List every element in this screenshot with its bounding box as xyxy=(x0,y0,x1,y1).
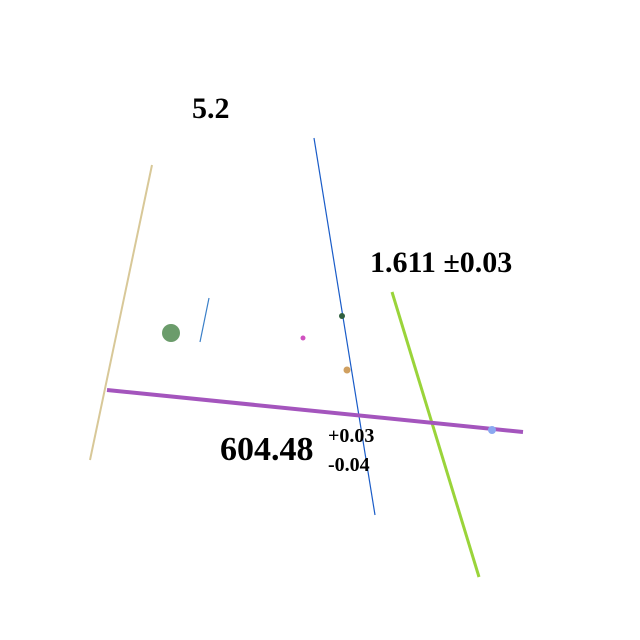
orange-dot xyxy=(343,366,351,374)
dark-green-dot xyxy=(339,313,345,319)
big-green-dot xyxy=(162,324,180,342)
tan-line xyxy=(89,164,153,461)
purple-line xyxy=(106,388,524,434)
label-center-plus: +0.03 xyxy=(328,425,374,447)
green-line xyxy=(390,291,481,578)
label-right: 1.611 ±0.03 xyxy=(370,246,512,279)
blue-short-line xyxy=(199,297,210,343)
label-center-minus: -0.04 xyxy=(328,454,370,476)
magenta-dot xyxy=(300,335,306,341)
label-top: 5.2 xyxy=(192,92,230,125)
blue-long-line xyxy=(313,137,376,516)
periwinkle-dot xyxy=(488,426,496,434)
label-center-value: 604.48 xyxy=(220,431,314,468)
